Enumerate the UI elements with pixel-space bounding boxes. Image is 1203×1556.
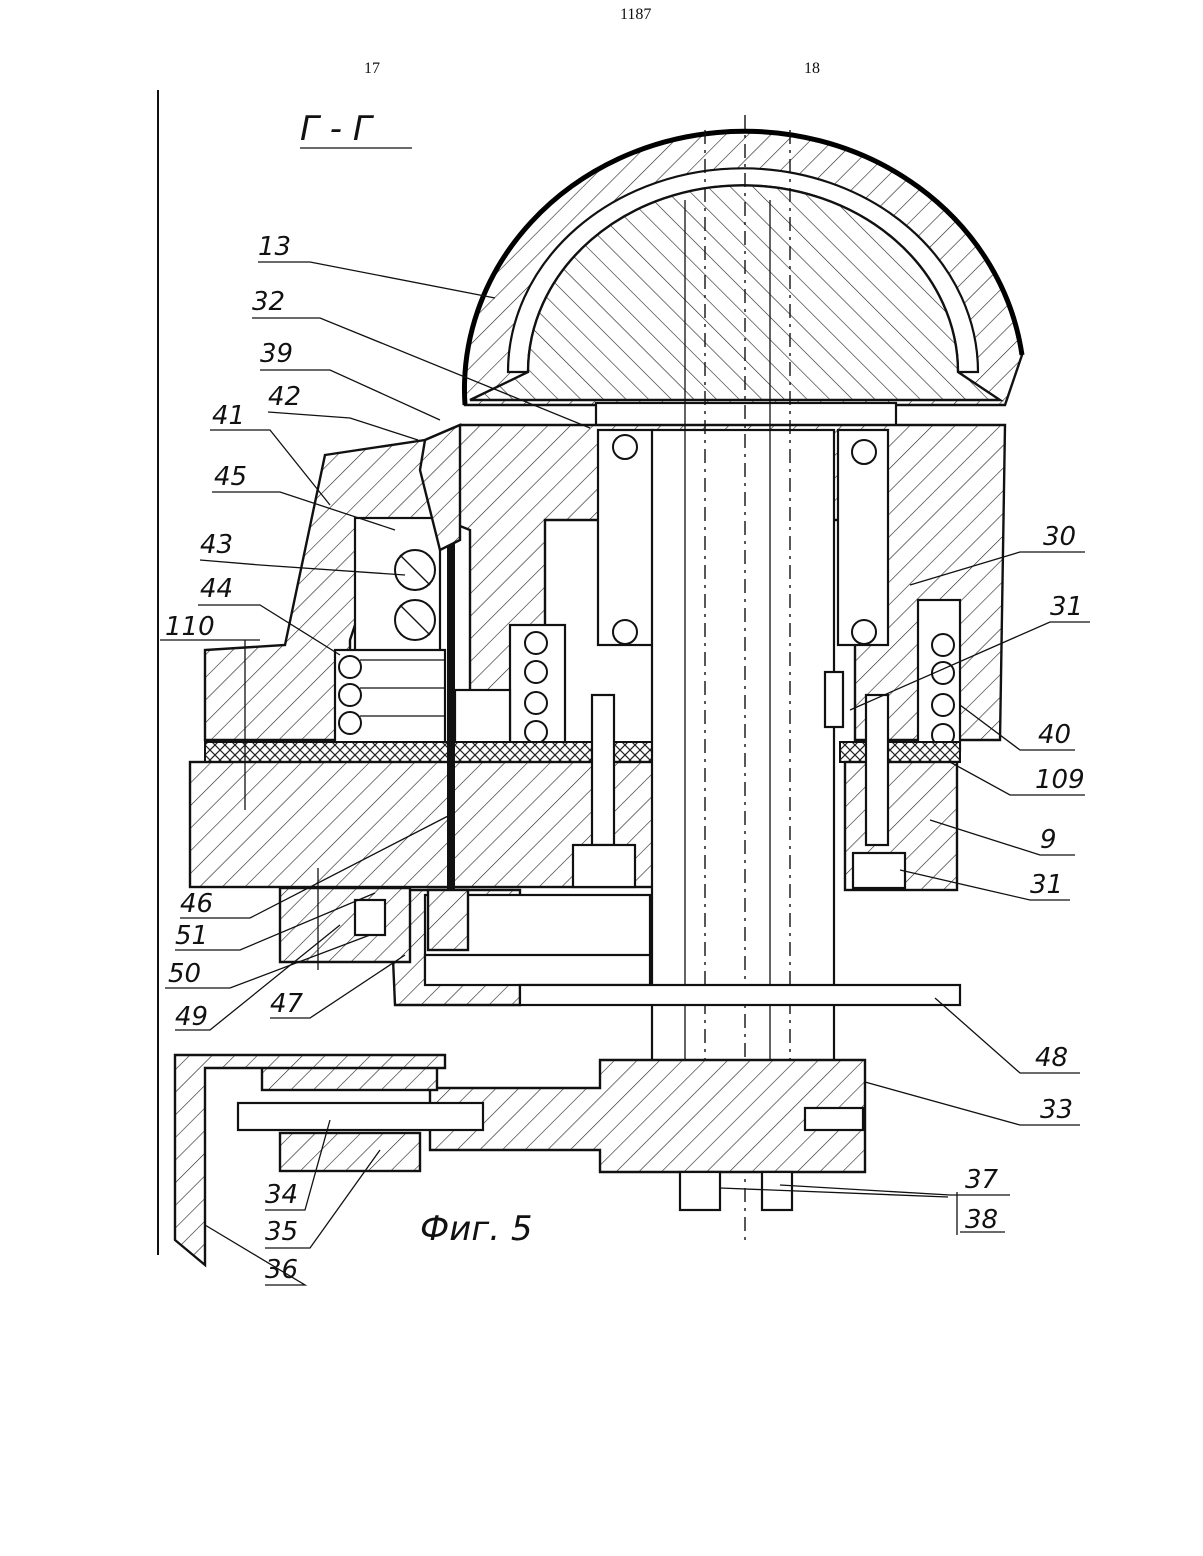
label-48: 48 (1035, 1043, 1068, 1073)
label-50: 50 (168, 959, 201, 989)
label-38: 38 (965, 1205, 998, 1235)
label-37: 37 (965, 1165, 999, 1195)
label-31-lower: 31 (1030, 870, 1063, 900)
label-31-upper: 31 (1050, 592, 1083, 622)
label-47: 47 (270, 989, 304, 1019)
label-33: 33 (1040, 1095, 1073, 1125)
label-41: 41 (212, 401, 245, 431)
label-46: 46 (180, 889, 213, 919)
label-30: 30 (1043, 522, 1076, 552)
figure-caption: Фиг. 5 (420, 1209, 532, 1249)
label-40: 40 (1038, 720, 1071, 750)
label-13: 13 (258, 232, 291, 262)
label-9: 9 (1040, 825, 1057, 855)
label-42: 42 (268, 382, 301, 412)
label-44: 44 (200, 574, 233, 604)
label-109: 109 (1035, 765, 1085, 795)
dome-cap (464, 131, 1022, 405)
label-45: 45 (214, 462, 247, 492)
label-51: 51 (175, 921, 208, 951)
label-35: 35 (265, 1217, 298, 1247)
section-title: Г - Г (300, 109, 375, 149)
label-39: 39 (260, 339, 293, 369)
label-49: 49 (175, 1002, 208, 1032)
label-36: 36 (265, 1255, 298, 1285)
label-32: 32 (252, 287, 285, 317)
label-110: 110 (165, 612, 215, 642)
label-34: 34 (265, 1180, 298, 1210)
label-43: 43 (200, 530, 233, 560)
